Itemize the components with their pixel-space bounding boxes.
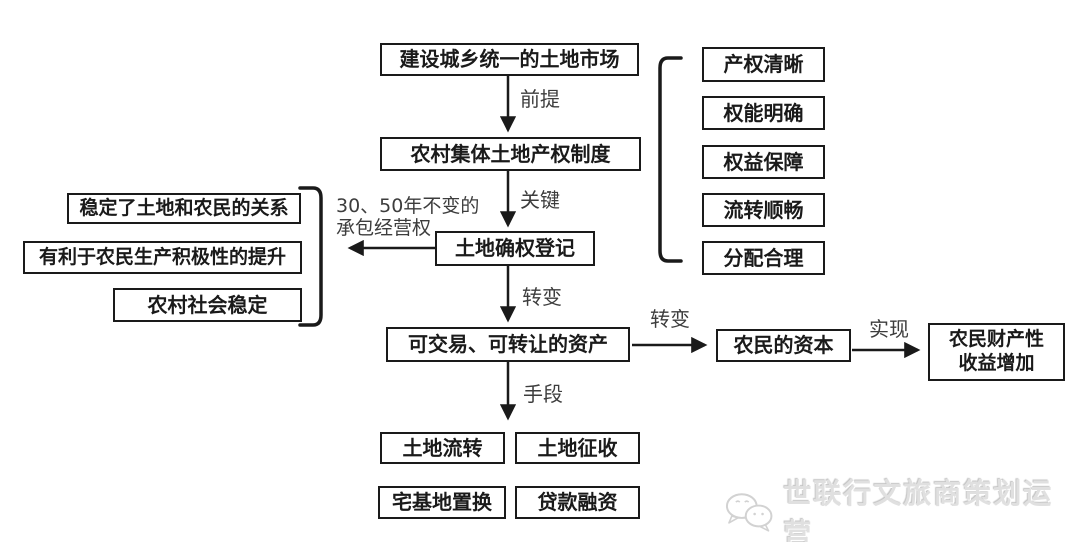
node-tradable-transferable-assets: 可交易、可转让的资产	[386, 327, 630, 362]
node-reasonable-distribution: 分配合理	[702, 241, 825, 275]
node-clear-property-rights: 产权清晰	[702, 47, 825, 82]
node-collective-land-property-system: 农村集体土地产权制度	[380, 137, 641, 171]
contract-rights-line2: 承包经营权	[336, 216, 432, 239]
node-improve-production-enthusiasm: 有利于农民生产积极性的提升	[23, 241, 302, 274]
property-income-line2: 收益增加	[958, 352, 1035, 374]
contract-rights-line1: 30、50年不变的	[336, 195, 480, 217]
node-land-rights-registration: 土地确权登记	[435, 231, 595, 266]
node-land-expropriation: 土地征收	[515, 432, 640, 464]
node-defined-powers: 权能明确	[702, 96, 825, 130]
left-group-bracket	[298, 186, 323, 327]
node-unified-land-market: 建设城乡统一的土地市场	[380, 43, 639, 76]
node-rights-protection: 权益保障	[702, 145, 825, 179]
edge-label-transform-down: 转变	[522, 285, 562, 309]
node-stabilize-land-farmer-relation: 稳定了土地和农民的关系	[67, 193, 301, 224]
property-income-line1: 农民财产性	[948, 328, 1044, 351]
edge-label-contract-rights: 30、50年不变的 承包经营权	[336, 195, 480, 240]
node-homestead-replacement: 宅基地置换	[378, 486, 506, 519]
node-loan-financing: 贷款融资	[515, 486, 640, 519]
edge-label-transform-right: 转变	[650, 307, 690, 331]
node-land-transfer: 土地流转	[380, 432, 505, 464]
edge-label-premise: 前提	[520, 87, 560, 111]
watermark: 世联行文旅商策划运营	[722, 472, 1080, 542]
edge-label-key: 关键	[520, 188, 560, 212]
node-smooth-transfer: 流转顺畅	[702, 193, 825, 227]
node-rural-social-stability: 农村社会稳定	[113, 288, 302, 322]
edge-label-means: 手段	[523, 382, 563, 406]
right-group-bracket	[658, 56, 683, 263]
edge-label-realize: 实现	[869, 317, 909, 341]
wechat-bubbles-icon	[725, 493, 773, 532]
node-farmers-capital: 农民的资本	[716, 329, 851, 362]
watermark-text: 世联行文旅商策划运营	[783, 477, 1054, 542]
node-farmers-property-income: 农民财产性 收益增加	[928, 323, 1065, 381]
